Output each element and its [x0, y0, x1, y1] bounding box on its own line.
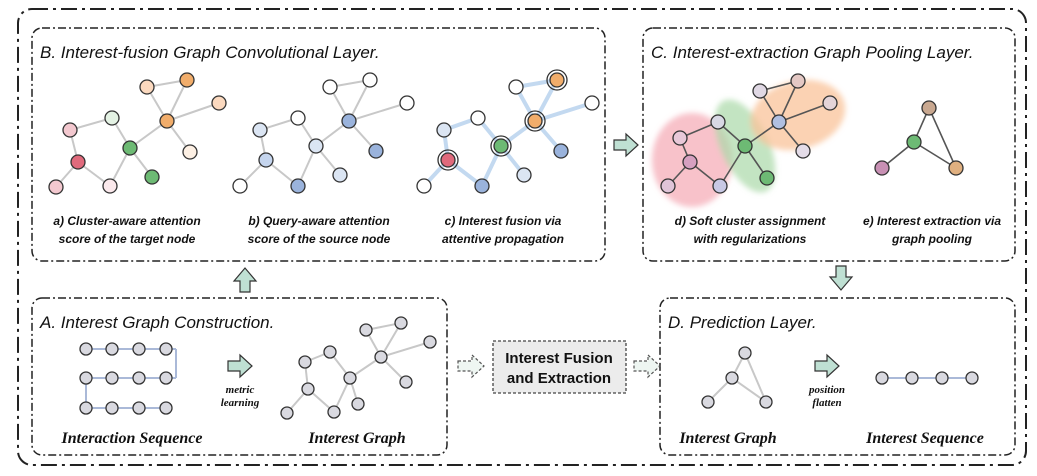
metric-learning-label-2: learning	[221, 397, 260, 409]
panel-c-title: C. Interest-extraction Graph Pooling Lay…	[651, 43, 974, 62]
metric-learning-label-1: metric	[226, 384, 255, 396]
graph-a	[55, 79, 220, 188]
caption-e-line2: graph pooling	[891, 232, 973, 246]
graph-e-nodes	[874, 100, 964, 176]
graph-c-nodes	[416, 69, 600, 194]
graph-d-nodes	[660, 73, 838, 194]
arrow-center-to-d	[633, 353, 661, 379]
arrow-a-to-center	[457, 353, 485, 379]
position-flatten-label-1: position	[808, 384, 845, 396]
position-flatten-label-2: flatten	[812, 397, 841, 409]
caption-c-line1: c) Interest fusion via	[445, 214, 562, 228]
arrow-b-to-c	[613, 132, 639, 158]
center-label-2: and Extraction	[507, 370, 611, 387]
caption-e-line1: e) Interest extraction via	[863, 214, 1001, 228]
panel-a-frame	[31, 297, 448, 456]
graph-b-nodes	[232, 72, 415, 194]
panel-a-label-right: Interest Graph	[307, 430, 405, 447]
caption-a-line2: score of the target node	[59, 232, 196, 246]
caption-b-line2: score of the source node	[248, 232, 391, 246]
panel-d-label-left: Interest Graph	[678, 430, 776, 447]
graph-a-nodes	[48, 72, 227, 195]
panel-c-frame	[642, 27, 1016, 262]
panel-a-label-left: Interaction Sequence	[61, 430, 203, 447]
panel-a-title: A. Interest Graph Construction.	[39, 313, 274, 332]
arrow-a-to-b	[232, 267, 258, 293]
arrow-c-to-d	[828, 265, 854, 291]
interest-graph-a-nodes	[280, 316, 437, 420]
caption-d-line2: with regularizations	[694, 232, 807, 246]
metric-learning-arrow	[227, 353, 253, 379]
position-flatten-arrow	[814, 353, 840, 379]
caption-c-line2: attentive propagation	[442, 232, 564, 246]
caption-a-line1: a) Cluster-aware attention	[53, 214, 200, 228]
interaction-sequence-nodes	[79, 342, 173, 415]
panel-d-title: D. Prediction Layer.	[668, 313, 817, 332]
caption-d-line1: d) Soft cluster assignment	[675, 214, 827, 228]
interest-graph-d-nodes	[701, 346, 773, 409]
panel-d-label-right: Interest Sequence	[865, 430, 984, 447]
center-box	[492, 340, 627, 394]
caption-b-line1: b) Query-aware attention	[248, 214, 389, 228]
center-label-1: Interest Fusion	[505, 350, 613, 367]
interest-sequence-nodes	[875, 371, 979, 385]
panel-b-title: B. Interest-fusion Graph Convolutional L…	[40, 43, 380, 62]
panel-b-frame	[31, 27, 606, 262]
panel-d-frame	[659, 297, 1016, 456]
